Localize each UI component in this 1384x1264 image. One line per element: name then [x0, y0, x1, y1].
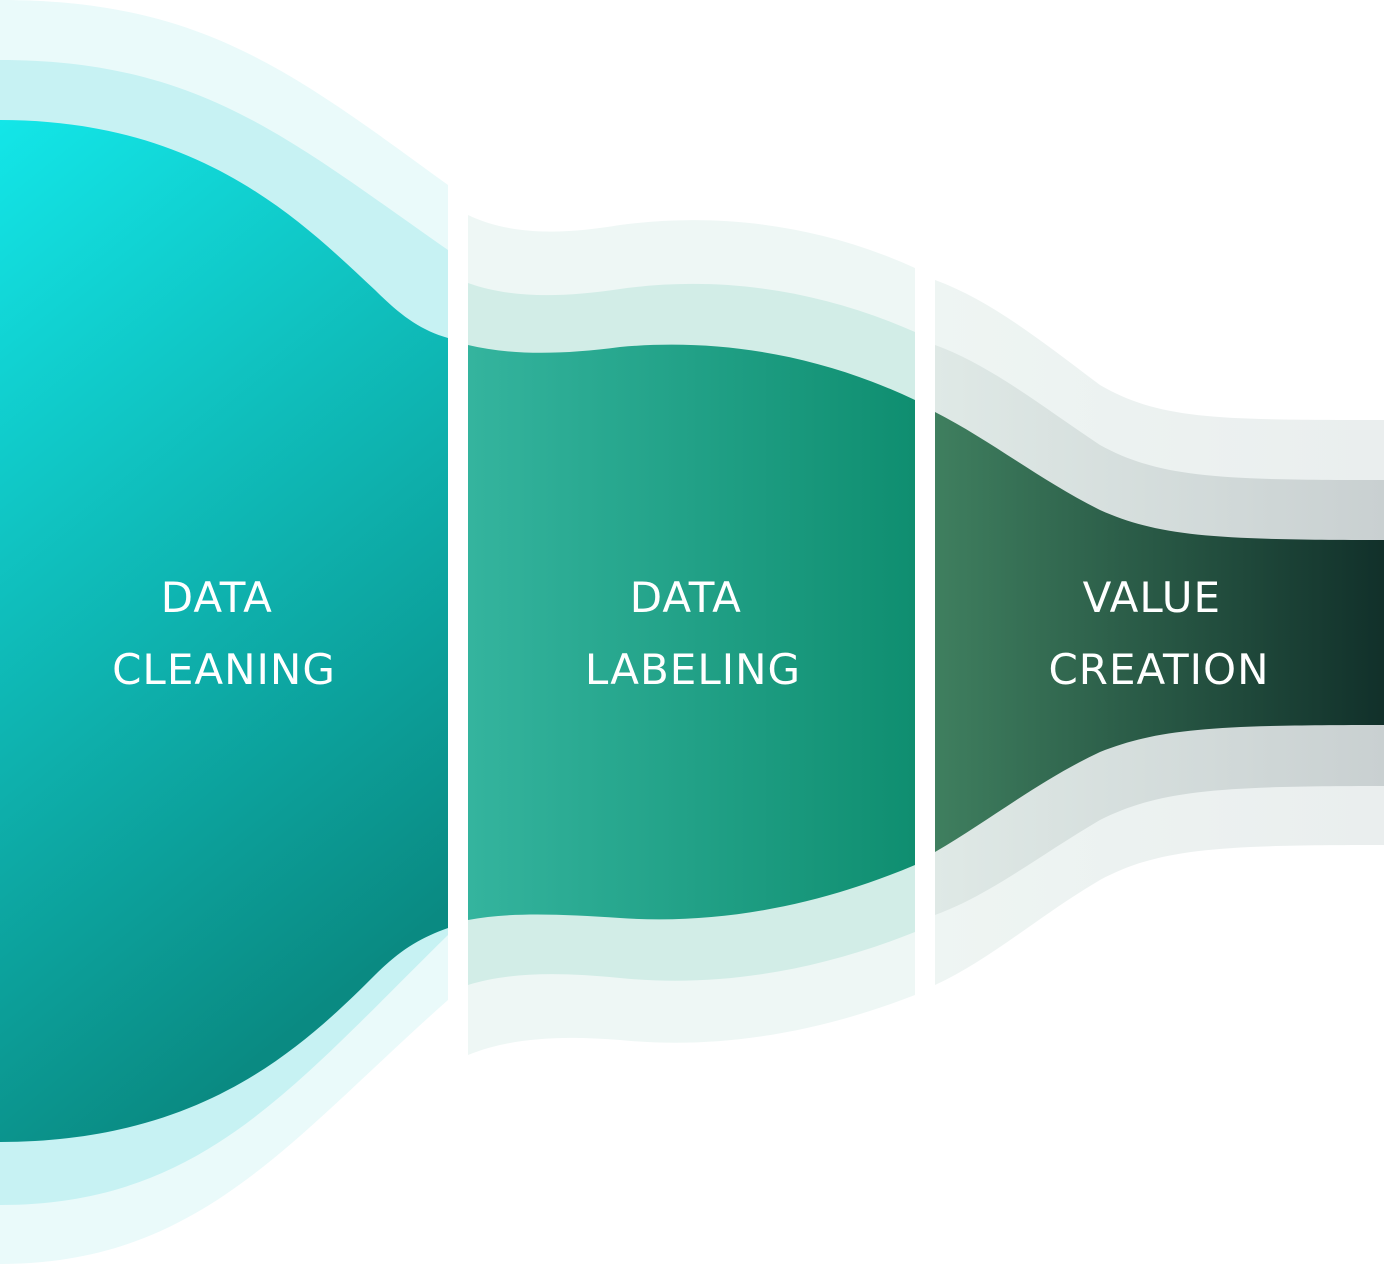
cleaning-shape: [0, 120, 448, 1142]
cleaning-label-line2: CLEANING: [112, 645, 336, 694]
cleaning-label-line1: DATA: [161, 573, 273, 622]
stage-cleaning: [0, 0, 448, 1264]
value-label-line1: VALUE: [1083, 573, 1221, 622]
stage-value: [935, 280, 1384, 985]
stage-labeling: [468, 215, 915, 1055]
cleaning-label: DATA CLEANING: [112, 573, 336, 694]
value-label-line2: CREATION: [1048, 645, 1269, 694]
value-shape: [935, 412, 1384, 852]
labeling-shape: [468, 344, 915, 921]
labeling-label-line1: DATA: [630, 573, 742, 622]
value-label: VALUE CREATION: [1048, 573, 1269, 694]
labeling-label-line2: LABELING: [585, 645, 801, 694]
labeling-label: DATA LABELING: [585, 573, 801, 694]
